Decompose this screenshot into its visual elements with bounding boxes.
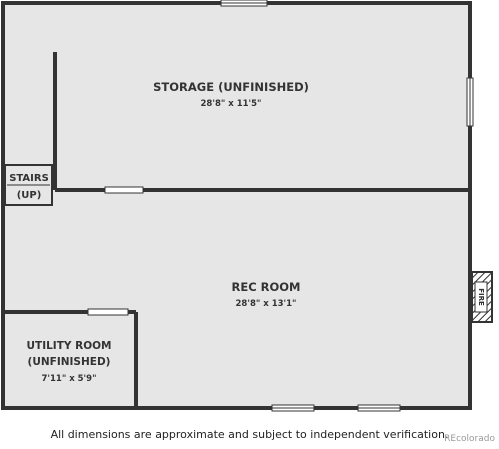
fireplace-insert bbox=[474, 281, 488, 313]
stairs-direction: (UP) bbox=[17, 190, 42, 201]
stairs-name: STAIRS bbox=[9, 173, 49, 184]
storage-name: STORAGE (UNFINISHED) bbox=[153, 80, 309, 94]
door-opening bbox=[87, 308, 129, 316]
disclaimer-text: All dimensions are approximate and subje… bbox=[50, 428, 449, 441]
watermark-logo: REcolorado bbox=[444, 434, 495, 444]
utility-status: (UNFINISHED) bbox=[28, 356, 111, 368]
rec-room-dimensions: 28'8" x 13'1" bbox=[236, 299, 297, 309]
door-opening bbox=[104, 186, 144, 194]
utility-name: UTILITY ROOM bbox=[27, 340, 112, 352]
fireplace-label: FIRE bbox=[477, 288, 485, 306]
rec-room-name: REC ROOM bbox=[231, 280, 300, 294]
floor-area bbox=[3, 3, 470, 408]
storage-dimensions: 28'8" x 11'5" bbox=[201, 99, 262, 109]
utility-dimensions: 7'11" x 5'9" bbox=[41, 374, 96, 384]
